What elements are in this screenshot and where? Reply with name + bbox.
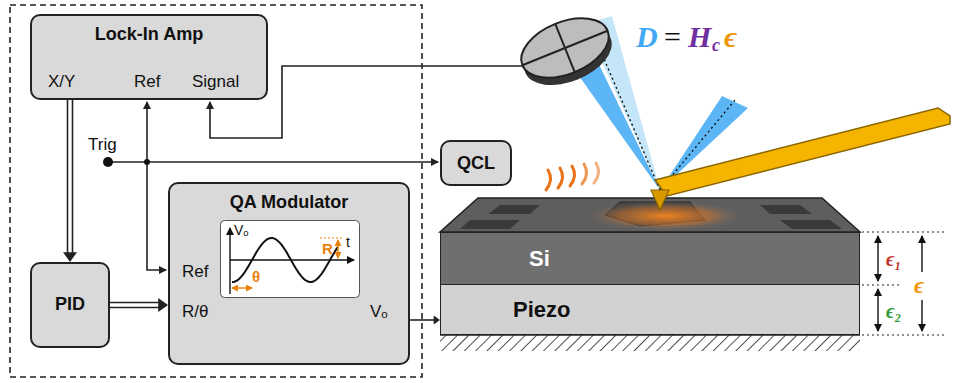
qcl-box: QCL (440, 140, 512, 186)
port-label: Ref (134, 72, 160, 92)
port-label: θ (252, 268, 260, 285)
equation-symbol: D (636, 20, 658, 53)
double-arrow (110, 298, 168, 312)
pid-box: PID (30, 262, 110, 348)
port-label: Signal (192, 72, 239, 92)
lock-in-amp-box: Lock-In AmpX/Y Ref Signal (30, 14, 268, 100)
node-title: Piezo (513, 297, 570, 322)
node-title: QCL (442, 153, 510, 174)
equation-symbol: c (712, 36, 720, 56)
port-label: Vₒ (370, 302, 388, 322)
signal-name: Trig (88, 136, 117, 155)
node-title: Lock-In Amp (32, 24, 266, 45)
port-label: Vₒ (234, 222, 249, 238)
port-label: X/Y (48, 72, 75, 92)
port-label: R (322, 240, 333, 257)
equation-symbol: H (688, 20, 711, 53)
port-label: Ref (182, 262, 208, 282)
equation-symbol: = (664, 20, 681, 53)
port-label: R/θ (182, 302, 208, 322)
node-title: Si (529, 246, 550, 271)
equation-symbol: ϵ (724, 20, 737, 53)
strain-label: ϵ (914, 272, 924, 298)
qa-modulator-box: QA ModulatorVₒ tRθ RefR/θ Vₒ (168, 182, 410, 365)
signal-arrow (410, 316, 440, 325)
strain-label: ϵ₁ (886, 248, 902, 270)
double-arrow (63, 100, 77, 262)
port-label: t (346, 234, 350, 250)
node-title: QA Modulator (170, 192, 408, 213)
strain-label: ϵ₂ (886, 300, 902, 322)
piezo-layer: Piezo (440, 285, 860, 335)
si-layer: Si (440, 232, 860, 285)
node-title: PID (32, 294, 108, 315)
